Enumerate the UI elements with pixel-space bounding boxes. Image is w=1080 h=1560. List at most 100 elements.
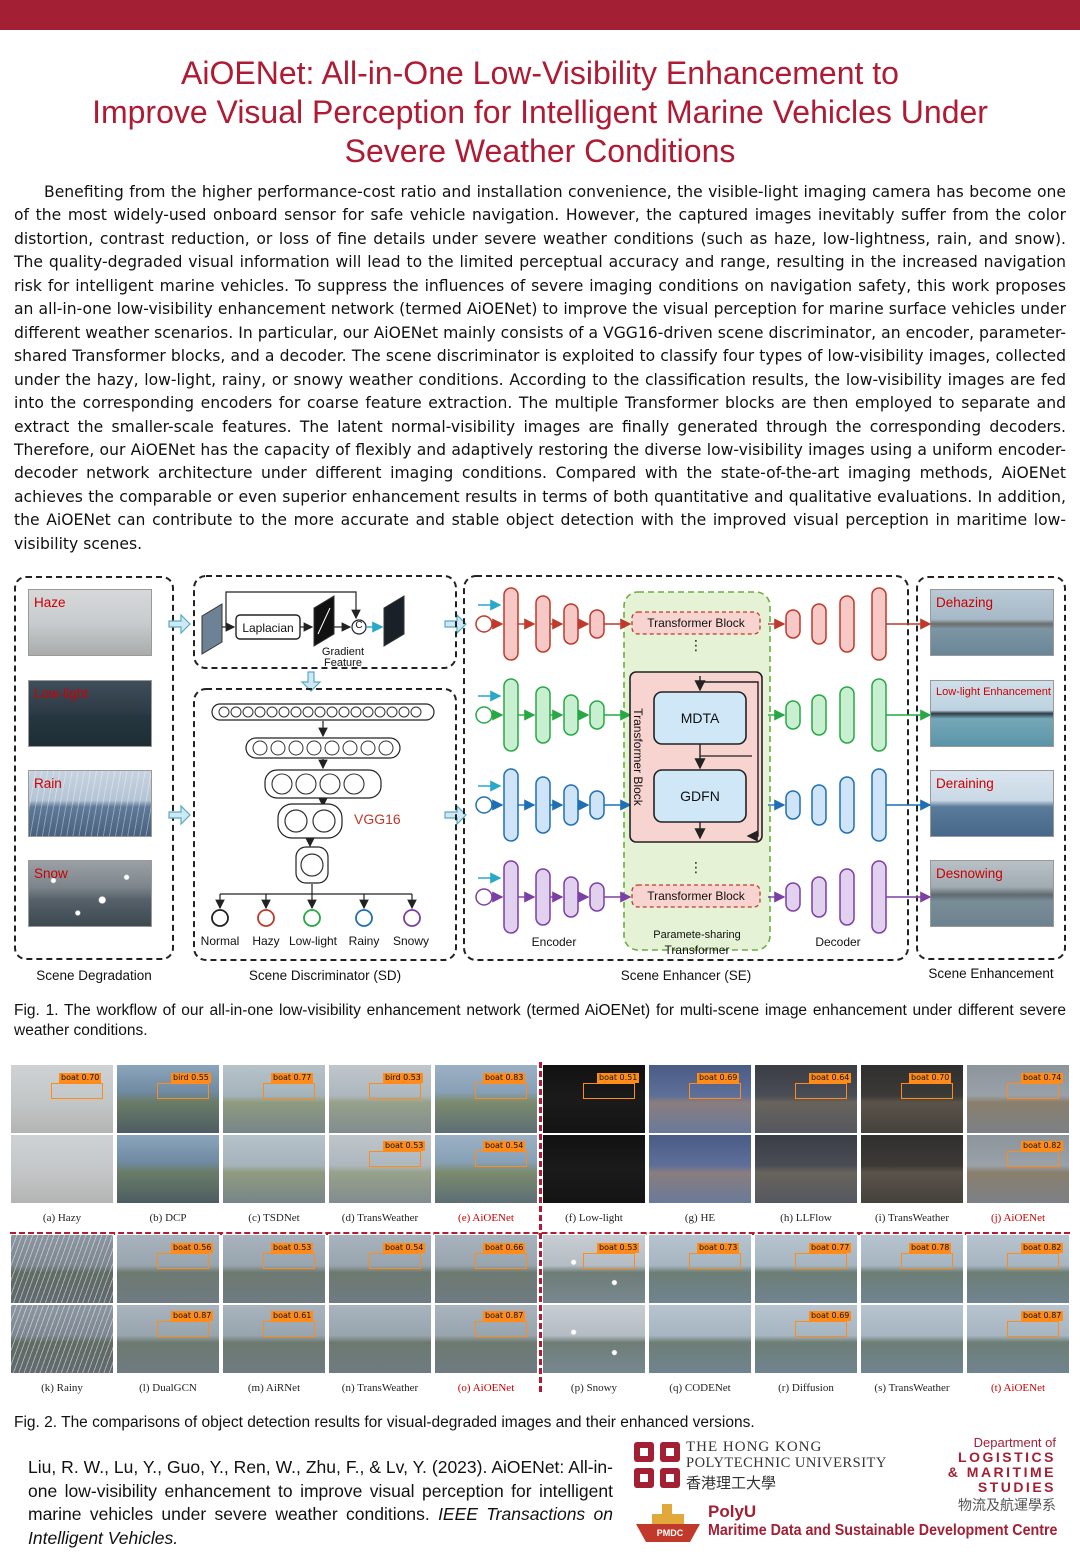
encoder-label: Encoder (531, 935, 577, 949)
low-light-image: Low-light (28, 680, 152, 747)
lms-logo: Department of LOGISTICS & MARITIME STUDI… (926, 1436, 1056, 1518)
gdfn-label: GDFN (680, 788, 720, 804)
class-label-snowy: Snowy (392, 934, 430, 948)
detection-label: boat 0.54 (383, 1243, 426, 1253)
snow-label: Snow (34, 866, 68, 881)
detection-label: boat 0.87 (171, 1311, 214, 1321)
detection-label: boat 0.51 (597, 1073, 640, 1083)
detection-box (1007, 1083, 1059, 1099)
detection-thumbnail: boat 0.70 (860, 1064, 964, 1134)
detection-label: boat 0.64 (809, 1073, 852, 1083)
scene-degradation-panel (14, 576, 174, 960)
detection-box (1007, 1151, 1059, 1167)
detection-label: boat 0.53 (597, 1243, 640, 1253)
title-line-2: Improve Visual Perception for Intelligen… (92, 94, 988, 130)
detection-thumbnail: boat 0.77 (754, 1234, 858, 1304)
figure-1-caption: Fig. 1. The workflow of our all-in-one l… (14, 1002, 1066, 1039)
polyu-name-line-2: POLYTECHNIC UNIVERSITY (686, 1455, 887, 1471)
subfigure-label: (a) Hazy (42, 1212, 82, 1224)
detection-box (369, 1253, 421, 1269)
detection-box (157, 1321, 209, 1337)
lms-logistics-label: LOGISTICS (958, 1449, 1056, 1465)
dehazing-label: Dehazing (936, 595, 994, 610)
scene-discriminator-caption: Scene Discriminator (SD) (248, 968, 402, 983)
detection-label: boat 0.77 (271, 1073, 314, 1083)
detection-box (475, 1083, 527, 1099)
haze-image: Haze (28, 589, 152, 656)
detection-thumbnail: boat 0.82 (966, 1234, 1070, 1304)
vgg16-label: VGG16 (354, 811, 401, 827)
transformer-block-vertical-label: Transformer Block (631, 708, 645, 806)
detection-thumbnail: boat 0.53 (328, 1134, 432, 1204)
lms-chinese-label: 物流及航運學系 (958, 1497, 1056, 1513)
detection-box (263, 1083, 315, 1099)
polyu-short-label: PolyU (708, 1502, 757, 1521)
dehazing-image: Dehazing (930, 589, 1054, 656)
detection-thumbnail (222, 1134, 326, 1204)
detection-box (1007, 1321, 1059, 1337)
detection-thumbnail: boat 0.87 (434, 1304, 538, 1374)
detection-label: boat 0.53 (271, 1243, 314, 1253)
detection-thumbnail (542, 1134, 646, 1204)
parameter-sharing-label: Paramete-sharing (653, 929, 741, 941)
detection-box (795, 1083, 847, 1099)
detection-thumbnail (10, 1134, 114, 1204)
detection-box (157, 1083, 209, 1099)
scene-degradation-caption: Scene Degradation (36, 968, 152, 983)
rain-label: Rain (34, 776, 62, 791)
desnowing-image: Desnowing (930, 860, 1054, 927)
detection-label: boat 0.70 (909, 1073, 952, 1083)
concat-label: C (355, 620, 363, 631)
transformer-block-bottom-label: Transformer Block (647, 889, 745, 903)
detection-thumbnail (10, 1304, 114, 1374)
detection-thumbnail: boat 0.54 (328, 1234, 432, 1304)
detection-box (689, 1253, 741, 1269)
top-banner-bar (0, 0, 1080, 30)
detection-thumbnail (648, 1134, 752, 1204)
subfigure-label: (r) Diffusion (778, 1382, 834, 1394)
detection-thumbnail: boat 0.69 (648, 1064, 752, 1134)
class-label-normal: Normal (200, 934, 240, 948)
title-line-3: Severe Weather Conditions (344, 133, 736, 169)
low-light-label: Low-light (34, 686, 89, 701)
citation-venue: IEEE Transactions on Intelligent Vehicle… (28, 1504, 613, 1548)
parameter-sharing-transformer-label: Transformer (664, 943, 730, 957)
ship-icon (636, 1504, 700, 1542)
title-line-1: AiOENet: All-in-One Low-Visibility Enhan… (181, 55, 899, 91)
detection-thumbnail: boat 0.66 (434, 1234, 538, 1304)
polyu-emblem-icon (634, 1442, 680, 1488)
detection-label: bird 0.55 (171, 1073, 211, 1083)
citation: Liu, R. W., Lu, Y., Guo, Y., Ren, W., Zh… (28, 1456, 613, 1550)
detection-label: boat 0.56 (171, 1243, 214, 1253)
detection-box (475, 1253, 527, 1269)
detection-thumbnail: boat 0.87 (966, 1304, 1070, 1374)
snow-image: Snow (28, 860, 152, 927)
subfigure-label: (s) TransWeather (874, 1382, 950, 1394)
subfigure-label: (t) AiOENet (990, 1382, 1046, 1394)
detection-label: boat 0.53 (383, 1141, 426, 1151)
detection-box (795, 1253, 847, 1269)
low-light-enhancement-label: Low-light Enhancement (936, 686, 1051, 698)
subfigure-label: (g) HE (684, 1212, 716, 1224)
detection-box (369, 1083, 421, 1099)
abstract-paragraph: Benefiting from the higher performance-c… (14, 183, 1066, 553)
subfigure-label: (m) AiRNet (247, 1382, 301, 1394)
detection-box (263, 1321, 315, 1337)
subfigure-label: (b) DCP (149, 1212, 187, 1224)
detection-thumbnail (542, 1304, 646, 1374)
detection-label: boat 0.83 (483, 1073, 526, 1083)
polyu-logo: THE HONG KONG POLYTECHNIC UNIVERSITY 香港理… (630, 1436, 890, 1496)
subfigure-label: (k) Rainy (41, 1382, 83, 1394)
detection-thumbnail: boat 0.53 (542, 1234, 646, 1304)
gradient-label: Gradient (321, 646, 365, 658)
detection-label: boat 0.82 (1021, 1141, 1064, 1151)
detection-thumbnail: boat 0.61 (222, 1304, 326, 1374)
detection-box (583, 1253, 635, 1269)
centre-name-label: Maritime Data and Sustainable Developmen… (708, 1522, 1058, 1539)
detection-box (157, 1253, 209, 1269)
detection-label: boat 0.61 (271, 1311, 314, 1321)
detection-thumbnail (328, 1304, 432, 1374)
detection-thumbnail: boat 0.83 (434, 1064, 538, 1134)
class-label-low-light: Low-light (288, 934, 338, 948)
